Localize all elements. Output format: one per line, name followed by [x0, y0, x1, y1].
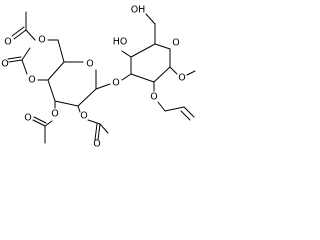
bond-c5p-c6p: [57, 39, 65, 63]
ring-bond-c1-c2: [153, 66, 171, 83]
bond-acyl4-carbonyl-b: [7, 56, 22, 60]
ring-bond-c5-o5: [154, 43, 171, 50]
atom-upper-ring-oxygen: O: [172, 38, 179, 49]
atom-acetate-2-carbonyl-oxygen: O: [93, 139, 100, 150]
atom-acetate-4-carbonyl-oxygen: O: [1, 59, 8, 70]
bond-acyl4-carbonyl-a: [8, 59, 23, 63]
atom-acetate-4-ether-oxygen: O: [28, 75, 35, 86]
bond-acyl6-carbonyl-a: [13, 29, 27, 40]
bond-c1-ome: [169, 66, 178, 75]
atom-acetate-6-ether-oxygen: O: [38, 35, 45, 46]
bond-acyl3-carbonyl-b: [33, 116, 47, 124]
ring-bond-c3p-c2p: [54, 100, 79, 107]
bond-c2p-o: [77, 105, 81, 113]
bond-o-acyl4: [21, 59, 28, 75]
ring-bond-c2-c3: [130, 73, 155, 83]
bond-allyl-double-a: [183, 106, 195, 118]
bond-o-methyl: [186, 70, 196, 76]
atom-acetate-3-carbonyl-oxygen: O: [24, 113, 31, 124]
bond-allyl-ch: [164, 106, 185, 112]
atom-allyl-oxygen: O: [150, 92, 157, 103]
atom-labels: O O HO OH O O O O O O O O O O O: [1, 5, 185, 150]
ring-bond-c5p-c4p: [47, 61, 65, 81]
bond-acyl4-methyl: [21, 47, 31, 61]
bond-acyl2-carbonyl-b: [94, 123, 98, 141]
bond-o-allyl-ch2: [157, 101, 166, 112]
atom-primary-hydroxyl: OH: [131, 5, 146, 16]
bond-c6-oh: [145, 13, 156, 25]
atom-hydroxyl: HO: [113, 37, 128, 48]
ring-bond-c4-c5: [130, 43, 156, 58]
bond-c3-oglyco: [121, 73, 132, 81]
ring-bond-c4p-c3p: [47, 79, 56, 102]
atom-acetate-6-carbonyl-oxygen: O: [4, 37, 11, 48]
atom-lower-ring-oxygen: O: [86, 59, 93, 70]
lower-pyranose-ring: [7, 11, 109, 144]
bond-allyl-double-b: [180, 110, 191, 121]
atom-glycosidic-oxygen: O: [112, 78, 119, 89]
bond-o-acyl2: [87, 119, 101, 125]
upper-pyranose-ring: [121, 13, 196, 121]
bond-c4-oh: [121, 50, 132, 58]
bond-oglyco-c1prime: [95, 83, 111, 90]
atom-acetate-3-ether-oxygen: O: [51, 109, 58, 120]
bond-acyl2-carbonyl-a: [97, 123, 101, 141]
bond-o-acyl3: [44, 120, 53, 127]
atom-acetate-2-ether-oxygen: O: [80, 111, 87, 122]
bond-acyl3-carbonyl-a: [32, 119, 46, 127]
bond-o-acyl6: [25, 29, 36, 41]
ring-bond-c2p-c1p: [77, 88, 97, 107]
bond-acyl2-methyl: [99, 123, 109, 134]
structure-diagram: O O HO OH O O O O O O O O O O O: [1, 5, 196, 150]
atom-methoxy-oxygen: O: [178, 73, 185, 84]
bond-acyl6-carbonyl-b: [11, 26, 25, 37]
